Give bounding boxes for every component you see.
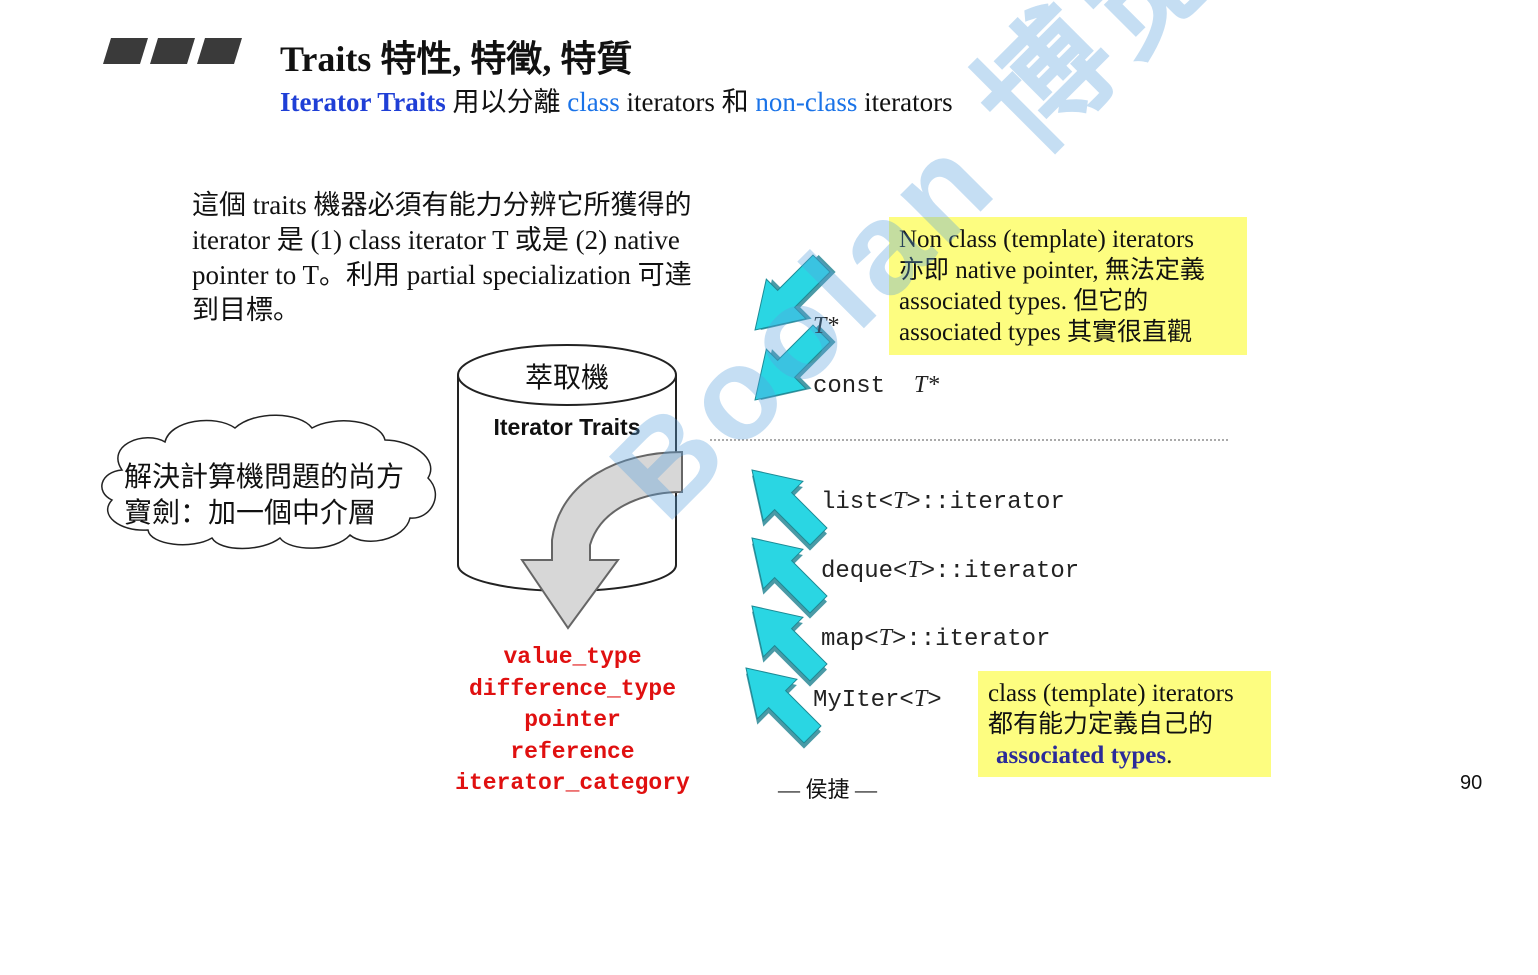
result-item: iterator_category [455, 770, 690, 796]
cylinder-label: 萃取機 [524, 363, 609, 394]
result-item: reference [510, 738, 635, 765]
input-label-map: map<T>::iterator [821, 625, 1051, 653]
slide-title: Traits 特性, 特徵, 特質 [280, 39, 633, 79]
cylinder-inner-label: Iterator Traits [493, 414, 641, 440]
slide-subtitle: Iterator Traits 用以分離 class iterators 和 n… [280, 87, 953, 117]
input-label-pointer: T* [813, 313, 839, 339]
note-class-iterators: class (template) iterators 都有能力定義自己的 ass… [978, 671, 1271, 777]
input-label-myiter: MyIter<T> [813, 686, 942, 714]
result-item: pointer [524, 707, 621, 733]
note-nonclass-iterators: Non class (template) iterators 亦即 native… [889, 217, 1247, 355]
arrow-pointer-2 [754, 324, 836, 401]
arrow-class-3 [751, 605, 828, 687]
subtitle-nonclass: non-class [755, 87, 858, 117]
header-decoration [103, 38, 242, 64]
result-item: difference_type [468, 675, 677, 702]
arrow-class-4 [745, 667, 822, 749]
cloud-text: 解決計算機問題的尚方 寶劍：加一個中介層 [124, 462, 405, 529]
intro-text: 這個 traits 機器必須有能力分辨它所獲得的 iterator 是 (1) … [192, 190, 692, 325]
page-number: 90 [1460, 772, 1483, 794]
arrow-pointer-1 [754, 254, 836, 331]
input-label-const-pointer: const T* [813, 372, 940, 400]
input-arrows [745, 254, 836, 749]
arrow-class-1 [751, 469, 828, 551]
input-label-deque: deque<T>::iterator [821, 557, 1080, 585]
cylinder-top [457, 344, 677, 406]
result-item: value_type [503, 644, 642, 670]
extraction-arrow [520, 450, 683, 630]
arrow-class-2 [751, 537, 828, 619]
results-list: value_type difference_type pointer refer… [430, 642, 715, 800]
subtitle-keyword: Iterator Traits [280, 87, 446, 117]
subtitle-class: class [567, 87, 620, 117]
input-label-list: list<T>::iterator [821, 488, 1065, 516]
cloud-shape [101, 414, 437, 550]
footer-author: — 侯捷 — [778, 777, 878, 802]
